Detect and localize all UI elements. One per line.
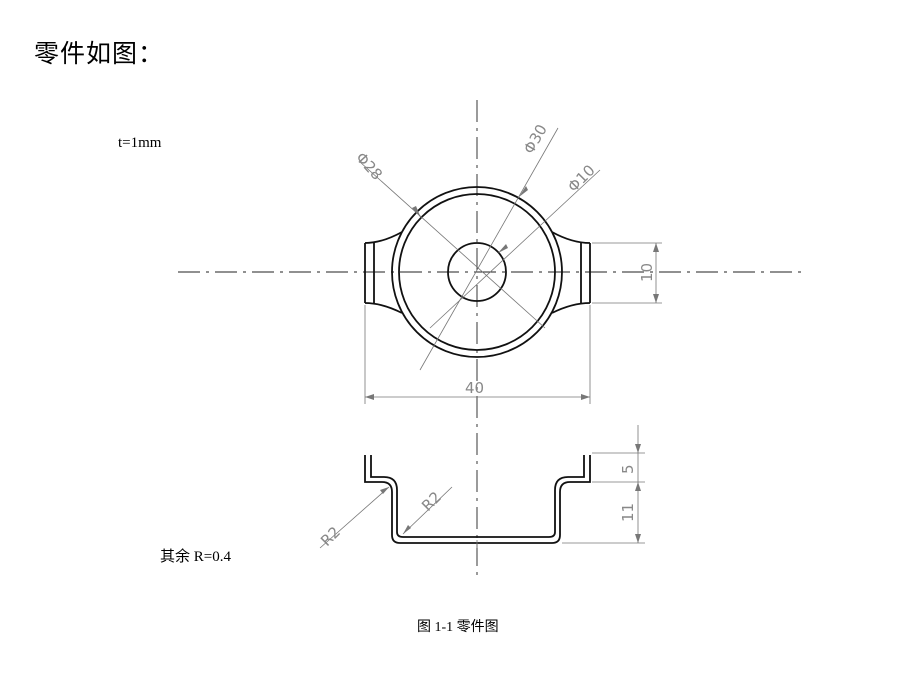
dim-text-d28: Φ28 [352, 149, 386, 184]
dim-text-r2-inner: R2 [418, 488, 445, 515]
svg-text:40: 40 [465, 379, 484, 397]
dim-line-d30 [419, 127, 559, 371]
hole-circle-d10 [447, 242, 507, 302]
side-profile-outer [364, 455, 591, 544]
svg-text:10: 10 [638, 263, 656, 282]
dim-text-d30: Φ30 [520, 121, 551, 157]
dim-line-r2-inner [402, 486, 453, 535]
dim-text-r2-left: R2 [317, 523, 344, 550]
thickness-note: t=1mm [118, 135, 162, 151]
dim-height-10: 10 [592, 242, 662, 304]
inner-circle-d28 [398, 193, 556, 351]
dim-line-d10 [429, 169, 601, 329]
side-profile-inner [370, 455, 585, 538]
flange-outline [364, 231, 591, 314]
figure-caption: 图 1-1 零件图 [417, 619, 499, 635]
dim-text-d10: Φ10 [564, 161, 599, 196]
page-title: 零件如图： [34, 39, 165, 68]
side-view: 5 11 R2 R2 [317, 425, 645, 550]
top-view: Φ28 Φ30 Φ10 10 40 [178, 100, 806, 575]
dim-line-d28 [359, 161, 546, 329]
remaining-radius-note: 其余 R=0.4 [160, 547, 231, 565]
dim-text-height-11: 11 [619, 503, 637, 522]
dim-text-height-5: 5 [619, 464, 637, 474]
dim-width-40: 40 [364, 305, 591, 404]
dim-line-r2-left [319, 486, 390, 549]
outer-circle-d30 [391, 186, 563, 358]
